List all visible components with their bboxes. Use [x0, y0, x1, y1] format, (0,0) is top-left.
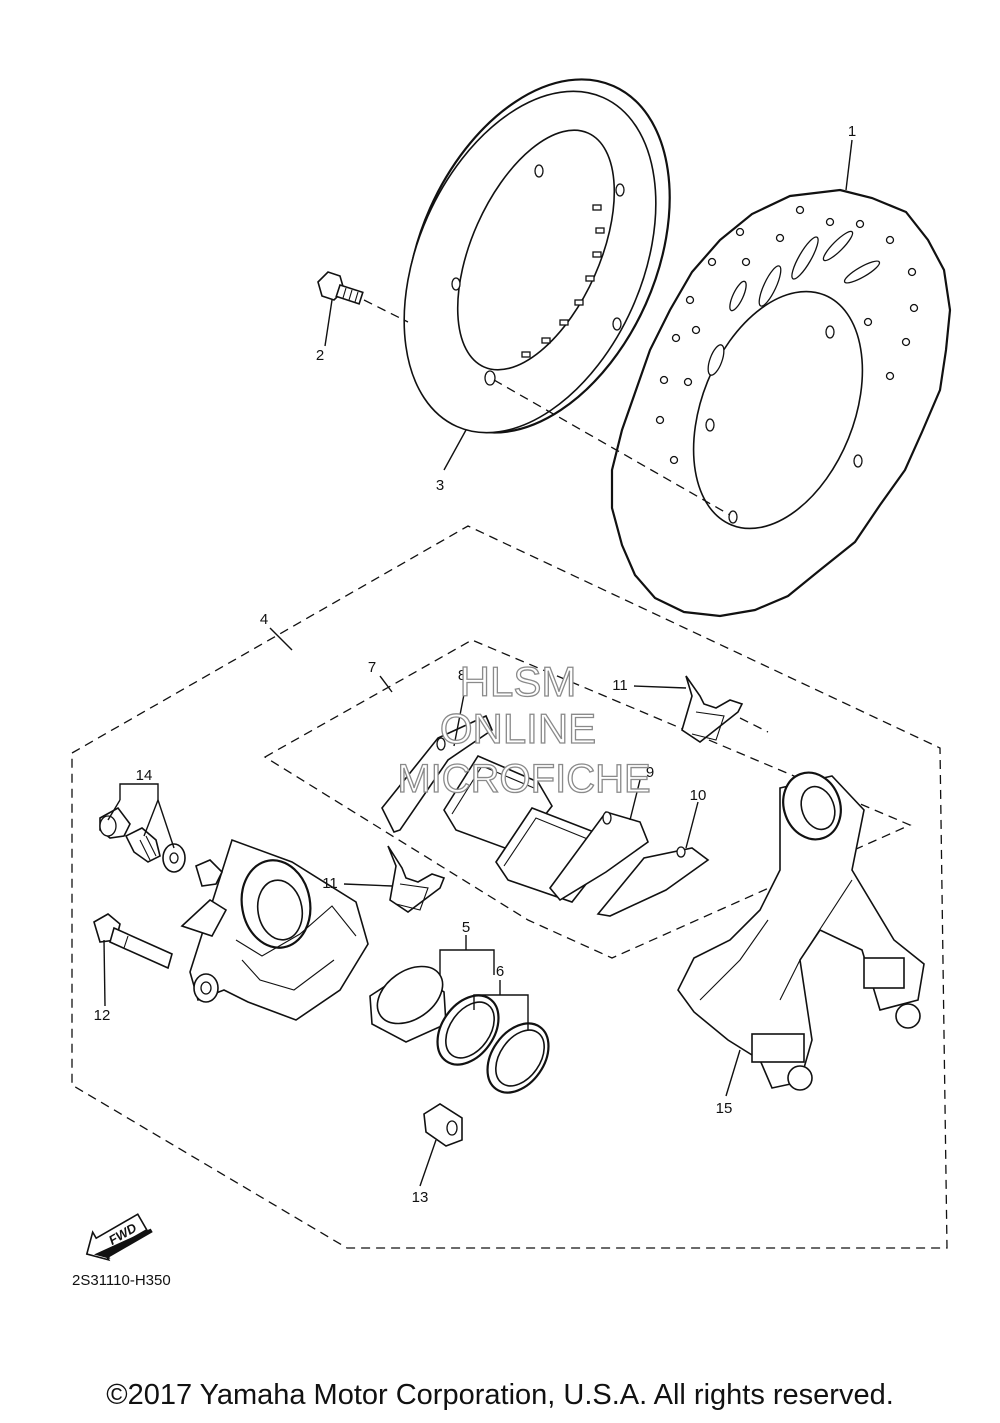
- disc-alignment-line: [493, 379, 731, 516]
- callout-5: 5: [462, 919, 470, 936]
- piston: [369, 965, 447, 1043]
- callout-14: 14: [136, 767, 153, 784]
- leader-lines: [103, 139, 853, 1187]
- pad-kit-outline: [263, 639, 912, 959]
- callout-4: 4: [260, 611, 268, 628]
- fwd-arrow-icon: FWD: [85, 1213, 153, 1262]
- callout-3: 3: [436, 477, 444, 494]
- callout-2: 2: [316, 347, 324, 364]
- watermark: HLSM ONLINE MICROFICHE: [397, 657, 652, 801]
- callout-10: 10: [690, 787, 707, 804]
- boot: [423, 1103, 463, 1147]
- pad-shim-10: [596, 846, 710, 917]
- callout-1: 1: [848, 123, 856, 140]
- pad-spring-upper: [681, 675, 744, 743]
- slide-pin: [93, 913, 173, 970]
- copyright-notice: ©2017 Yamaha Motor Corporation, U.S.A. A…: [106, 1379, 894, 1411]
- pad-shim-8: [381, 714, 493, 833]
- callout-numbers: 1 2 3 4 5 6 7 8 9 10 11 11 12 13 14 15: [94, 123, 857, 1206]
- caliper-assembly-outline: [71, 525, 948, 1249]
- disc-carrier-ring: [403, 78, 671, 434]
- caliper-bracket: [677, 771, 925, 1091]
- watermark-line-2: ONLINE: [440, 705, 596, 752]
- pad-shim-9: [548, 811, 649, 902]
- callout-15: 15: [716, 1100, 733, 1117]
- brake-disc: [610, 188, 952, 618]
- watermark-line-1: HLSM: [460, 658, 577, 705]
- callout-6: 6: [496, 963, 504, 980]
- seal-kit: [436, 994, 550, 1094]
- callout-12: 12: [94, 1007, 111, 1024]
- callout-11-upper: 11: [612, 677, 628, 694]
- bolt: [317, 271, 364, 305]
- callout-13: 13: [412, 1189, 429, 1206]
- caliper-body: [180, 838, 369, 1021]
- watermark-line-3: MICROFICHE: [397, 757, 650, 801]
- pad-spring-lower: [387, 845, 446, 913]
- diagram-code: 2S31110-H350: [72, 1272, 171, 1289]
- callout-9: 9: [646, 764, 654, 781]
- callout-11-lower: 11: [322, 875, 338, 892]
- callout-7: 7: [368, 659, 376, 676]
- bleed-screw-set: [99, 806, 186, 873]
- callout-8: 8: [458, 667, 466, 684]
